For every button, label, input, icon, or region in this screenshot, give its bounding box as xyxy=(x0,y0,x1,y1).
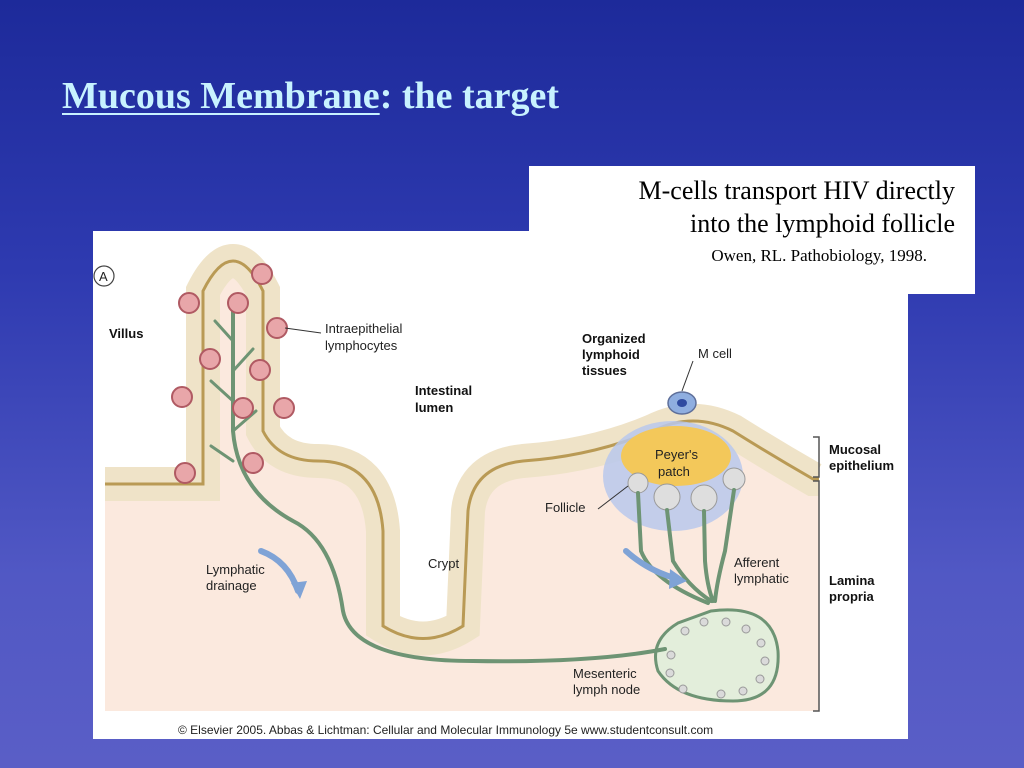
follicle-4 xyxy=(723,468,745,490)
follicle-2 xyxy=(654,484,680,510)
panel-letter: A xyxy=(99,269,108,284)
label-intestinal-2: lumen xyxy=(415,400,453,415)
label-mesenteric-2: lymph node xyxy=(573,682,640,697)
m-cell-nucleus xyxy=(677,399,687,407)
label-follicle: Follicle xyxy=(545,500,585,515)
label-lymphatic-2: drainage xyxy=(206,578,257,593)
follicle-1 xyxy=(628,473,648,493)
label-afferent-2: lymphatic xyxy=(734,571,789,586)
mucosa-diagram: A Villus Intraepithelial lymphocytes Int… xyxy=(93,231,908,739)
label-intraepithelial-1: Intraepithelial xyxy=(325,321,402,336)
label-lamina-2: propria xyxy=(829,589,875,604)
label-organized-1: Organized xyxy=(582,331,646,346)
label-organized-2: lymphoid xyxy=(582,347,640,362)
label-villus: Villus xyxy=(109,326,143,341)
figure-copyright: © Elsevier 2005. Abbas & Lichtman: Cellu… xyxy=(178,723,713,737)
label-mesenteric-1: Mesenteric xyxy=(573,666,637,681)
label-intraepithelial-2: lymphocytes xyxy=(325,338,398,353)
mucosa-illustration: A Villus Intraepithelial lymphocytes Int… xyxy=(93,231,908,739)
slide-title: Mucous Membrane: the target xyxy=(62,74,559,118)
title-main: Mucous Membrane xyxy=(62,75,380,117)
label-mucosal-2: epithelium xyxy=(829,458,894,473)
label-mucosal-1: Mucosal xyxy=(829,442,881,457)
label-m-cell: M cell xyxy=(698,346,732,361)
label-afferent-1: Afferent xyxy=(734,555,780,570)
label-peyers-1: Peyer's xyxy=(655,447,698,462)
label-lamina-1: Lamina xyxy=(829,573,875,588)
label-organized-3: tissues xyxy=(582,363,627,378)
label-peyers-2: patch xyxy=(658,464,690,479)
title-rest: : the target xyxy=(380,75,559,117)
caption-box: M-cells transport HIV directly into the … xyxy=(529,166,975,294)
follicle-3 xyxy=(691,485,717,511)
label-crypt: Crypt xyxy=(428,556,459,571)
citation: Owen, RL. Pathobiology, 1998. xyxy=(539,246,955,266)
label-intestinal-1: Intestinal xyxy=(415,383,472,398)
label-lymphatic-1: Lymphatic xyxy=(206,562,265,577)
caption-line-1: M-cells transport HIV directly xyxy=(539,174,955,207)
caption-line-2: into the lymphoid follicle xyxy=(539,207,955,240)
